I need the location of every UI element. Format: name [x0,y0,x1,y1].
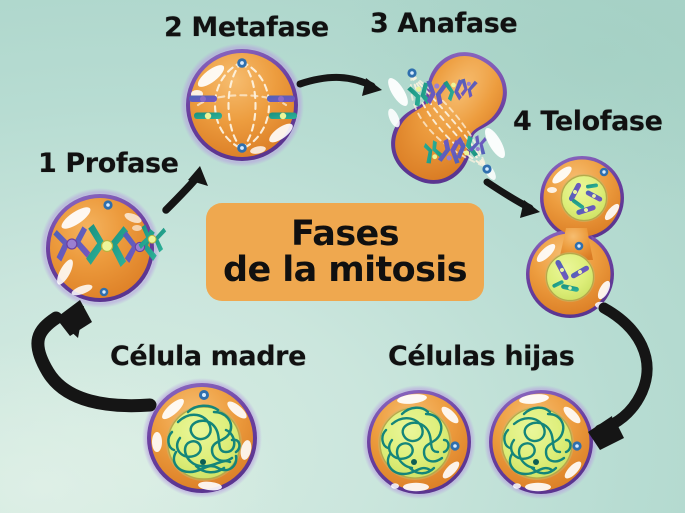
centriole-hija-right [572,441,582,451]
cell-metafase [180,43,304,167]
nucleolus-hija-left [411,459,417,465]
centriole-madre [199,390,209,400]
centriole-telofase-top [599,167,609,177]
centriole-profase-bottom [99,287,109,297]
label-anafase: 3 Anafase [370,8,518,39]
cell-hija-left [362,385,476,499]
title-box: Fases de la mitosis [206,203,484,301]
title-line-1: Fases [291,213,399,254]
centriole-anafase-bottom [482,164,492,174]
centriole-metafase-bottom [237,143,247,153]
label-telofase: 4 Telofase [513,106,663,137]
chromosome-group-profase [53,224,167,268]
chromosomes-telofase-bottom [552,259,590,292]
nucleolus-hija-right [533,459,539,465]
centriole-telofase-bottom [574,241,584,251]
cell-telofase [526,156,624,318]
centriole-profase-top [103,200,113,210]
chromosomes-telofase-top [568,182,603,215]
chromatids-anafase-bottom [423,135,487,164]
cell-madre [142,378,262,498]
label-metafase: 2 Metafase [164,12,329,43]
chromosome-group-metafase [189,95,297,120]
nucleolus-madre [200,459,206,465]
chromatin-madre [167,404,241,474]
centriole-hija-left [450,441,460,451]
cell-anafase [388,52,507,184]
chromatin-hija-left [381,406,450,476]
chromatids-anafase-top [407,78,478,107]
nucleus-telofase-bottom [545,252,595,302]
chromatin-hija-right [503,406,572,476]
cell-profase [40,188,167,308]
centriole-anafase-top [407,68,417,78]
label-celulas-hijas: Células hijas [388,341,575,372]
title-line-2: de la mitosis [223,250,467,290]
label-profase: 1 Profase [38,148,179,179]
label-celula-madre: Célula madre [110,341,306,372]
cell-hija-right [484,385,598,499]
centriole-metafase-top [237,58,247,68]
